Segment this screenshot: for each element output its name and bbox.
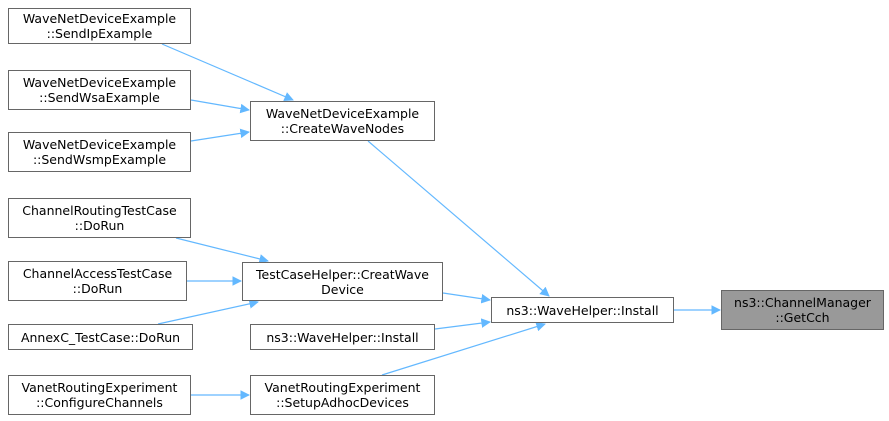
edge-send-wsmp-to-create-wave-nodes [190, 128, 250, 142]
node-channel-routing-dorun[interactable]: ChannelRoutingTestCase ::DoRun [8, 198, 191, 238]
node-label-line: ::DoRun [74, 218, 125, 233]
node-wavehelper-install[interactable]: ns3::WaveHelper::Install [491, 297, 674, 323]
node-label-line: ns3::WaveHelper::Install [266, 329, 419, 345]
node-vanet-setup-adhoc-devices[interactable]: VanetRoutingExperiment ::SetupAdhocDevic… [250, 375, 435, 415]
node-annexc-dorun[interactable]: AnnexC_TestCase::DoRun [8, 324, 193, 350]
node-label-line: ::GetCch [775, 310, 830, 325]
node-label-line: ::CreateWaveNodes [280, 121, 405, 136]
node-label-line: WaveNetDeviceExample [265, 106, 420, 121]
node-label-line: AnnexC_TestCase::DoRun [20, 329, 181, 345]
node-label-line: ::DoRun [72, 281, 123, 296]
node-label-line: ns3::WaveHelper::Install [506, 302, 659, 318]
node-create-wave-nodes[interactable]: WaveNetDeviceExample ::CreateWaveNodes [250, 101, 435, 141]
node-label-line: VanetRoutingExperiment [21, 380, 178, 395]
node-label-line: Device [321, 281, 364, 297]
edge-send-ip-to-create-wave-nodes [161, 43, 294, 102]
node-vanet-configure-channels[interactable]: VanetRoutingExperiment ::ConfigureChanne… [8, 375, 191, 415]
node-label-line: ::SetupAdhocDevices [276, 395, 409, 410]
edge-send-wsa-to-create-wave-nodes [190, 99, 250, 114]
edge-wavehelper-install2-to-wavehelper-install [434, 318, 491, 330]
node-label-line: ::SendIpExample [46, 26, 153, 41]
node-label-line: ::SendWsmpExample [32, 152, 167, 167]
edge-vanet-setup-to-wavehelper-install [381, 321, 546, 376]
node-label-line: WaveNetDeviceExample [22, 75, 177, 90]
node-wavehelper-install-overload[interactable]: ns3::WaveHelper::Install [250, 324, 435, 350]
edge-creat-wave-device-to-wavehelper-install [442, 292, 491, 304]
node-label-line: ns3::ChannelManager [734, 295, 871, 310]
node-label-line: VanetRoutingExperiment [264, 380, 421, 395]
node-label-line: ChannelRoutingTestCase [22, 203, 177, 218]
node-send-ip-example[interactable]: WaveNetDeviceExample ::SendIpExample [8, 8, 191, 44]
node-label-line: TestCaseHelper::CreatWave [256, 266, 429, 282]
node-channel-access-dorun[interactable]: ChannelAccessTestCase ::DoRun [8, 261, 187, 301]
node-channel-manager-getcch: ns3::ChannelManager ::GetCch [721, 290, 884, 330]
node-label-line: WaveNetDeviceExample [22, 137, 177, 152]
node-label-line: ::ConfigureChannels [36, 395, 163, 410]
node-label-line: ::SendWsaExample [39, 90, 160, 105]
edge-routing-dorun-to-creat-wave-device [175, 237, 269, 264]
edge-annexc-dorun-to-creat-wave-device [157, 299, 259, 325]
node-label-line: ChannelAccessTestCase [22, 266, 173, 281]
node-creat-wave-device[interactable]: TestCaseHelper::CreatWave Device [242, 262, 443, 301]
node-label-line: WaveNetDeviceExample [22, 11, 177, 26]
node-send-wsa-example[interactable]: WaveNetDeviceExample ::SendWsaExample [8, 70, 191, 110]
edge-create-wave-nodes-to-wavehelper-install [367, 140, 550, 297]
node-send-wsmp-example[interactable]: WaveNetDeviceExample ::SendWsmpExample [8, 132, 191, 172]
